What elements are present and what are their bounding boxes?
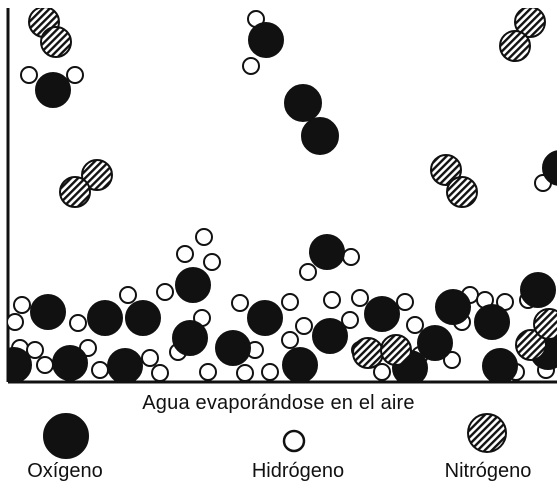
oxygen-legend-icon	[43, 413, 89, 459]
water-molecule	[20, 66, 84, 108]
nitrogen-molecule	[430, 154, 478, 208]
legend-label-nitrogen: Nitrógeno	[444, 460, 532, 482]
nitrogen-legend-icon	[467, 413, 507, 453]
legend-label-hydrogen: Hidrógeno	[251, 460, 345, 482]
water-molecule	[299, 234, 360, 281]
water-molecule	[534, 150, 557, 192]
nitrogen-molecule	[28, 8, 72, 58]
diagram-caption: Agua evaporándose en el aire	[142, 392, 415, 414]
hydrogen-legend-icon	[282, 429, 306, 453]
oxygen-molecule	[284, 84, 339, 155]
nitrogen-molecule	[59, 159, 113, 208]
legend-label-oxygen: Oxígeno	[27, 460, 103, 482]
water-molecule	[242, 10, 284, 75]
nitrogen-molecule	[499, 8, 546, 62]
air-molecules	[20, 8, 557, 281]
legend-icons	[43, 413, 507, 459]
liquid-water-layer	[8, 228, 557, 382]
